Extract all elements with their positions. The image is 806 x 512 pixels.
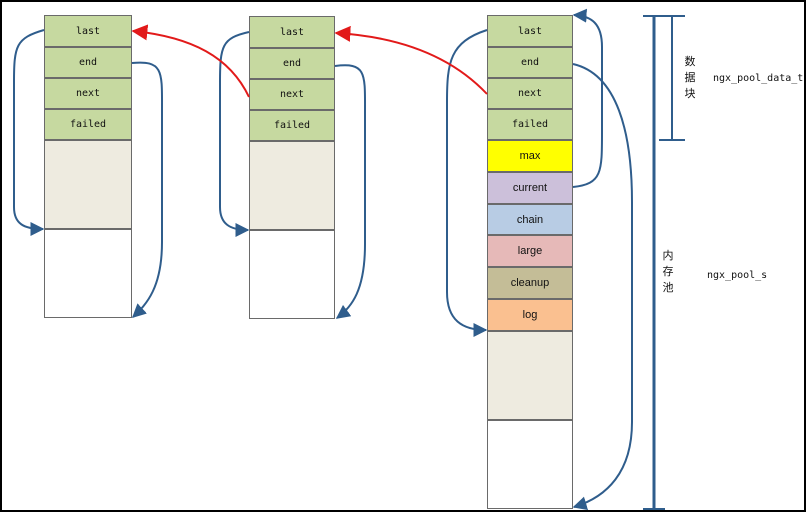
arrow-last-1: [13, 29, 45, 236]
bracket-memory-pool: [643, 15, 665, 510]
used-area: [44, 140, 132, 229]
field-log: log: [487, 299, 573, 331]
memory-pool-type-name: ngx_pool_s: [707, 270, 768, 281]
used-area: [487, 331, 573, 420]
field-cleanup: cleanup: [487, 267, 573, 299]
data-block-chars: 数 据 块: [683, 54, 697, 102]
arrow-last-2: [219, 31, 250, 237]
arrow-end-2: [334, 64, 367, 319]
field-chain: chain: [487, 204, 573, 235]
field-next: next: [249, 79, 335, 110]
field-end: end: [249, 48, 335, 79]
arrow-next-3-to-2: [334, 25, 488, 95]
field-last: last: [44, 15, 132, 47]
field-large: large: [487, 235, 573, 267]
char: 内: [662, 249, 674, 262]
field-current: current: [487, 172, 573, 204]
data-block-type-name: ngx_pool_data_t: [713, 73, 804, 84]
arrow-end-3: [572, 63, 633, 510]
field-max: max: [487, 140, 573, 172]
field-last: last: [487, 15, 573, 47]
used-area: [249, 141, 335, 230]
arrow-next-2-to-1: [131, 24, 250, 98]
char: 存: [662, 265, 674, 278]
free-area: [249, 230, 335, 319]
field-end: end: [44, 47, 132, 78]
field-next: next: [44, 78, 132, 109]
field-last: last: [249, 16, 335, 48]
arrow-last-3: [446, 29, 488, 337]
char: 块: [684, 87, 696, 100]
char: 数: [684, 55, 696, 68]
field-failed: failed: [487, 109, 573, 140]
free-area: [44, 229, 132, 318]
memory-pool-chars: 内 存 池: [661, 248, 675, 296]
field-failed: failed: [44, 109, 132, 140]
arrow-current: [572, 8, 603, 188]
bracket-data-block: [659, 15, 685, 141]
char: 据: [684, 71, 696, 84]
field-failed: failed: [249, 110, 335, 141]
char: 池: [662, 281, 674, 294]
field-end: end: [487, 47, 573, 78]
free-area: [487, 420, 573, 509]
arrow-end-1: [131, 61, 164, 318]
